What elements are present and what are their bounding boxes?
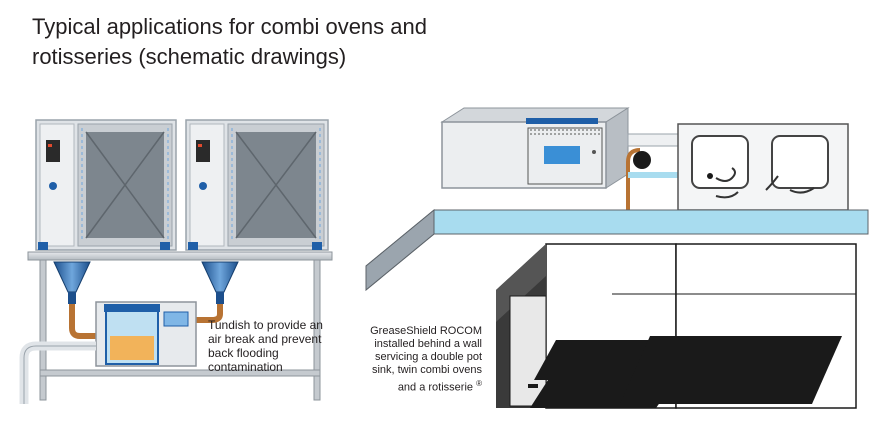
drain-pipes <box>69 304 223 339</box>
combi-oven-left <box>35 119 177 251</box>
combi-oven-right <box>185 119 329 251</box>
grease-separator-unit <box>95 301 197 367</box>
greaseshield-caption: GreaseShield ROCOM installed behind a wa… <box>352 325 482 395</box>
greaseshield-caption-text: GreaseShield ROCOM installed behind a wa… <box>370 325 482 394</box>
greaseshield-rocom-unit <box>440 107 630 189</box>
registered-mark: ® <box>476 379 482 388</box>
twin-combi-ovens-and-rotisserie <box>496 243 857 409</box>
double-pot-sink <box>677 123 849 211</box>
tundish-caption: Tundish to provide an air break and prev… <box>208 318 323 374</box>
tundish-funnel-right <box>201 261 239 304</box>
wall-partition <box>365 208 869 292</box>
tundish-funnel-left <box>53 261 91 304</box>
oven-stand <box>27 251 333 401</box>
diagram-title: Typical applications for combi ovens and… <box>32 14 427 69</box>
outlet-pipe <box>19 341 96 404</box>
